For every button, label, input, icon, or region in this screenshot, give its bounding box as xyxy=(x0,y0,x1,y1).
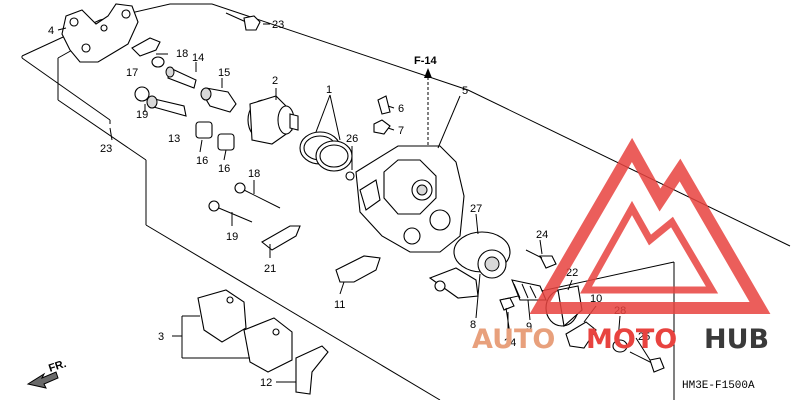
part-label: 16 xyxy=(218,163,230,175)
watermark-text-left: AUTO xyxy=(472,324,555,355)
part-label: 18 xyxy=(176,48,188,60)
caliper-bracket xyxy=(61,3,139,63)
parking-housing xyxy=(428,231,511,299)
part-label: 3 xyxy=(158,331,164,343)
part-labels: 4 23 18 14 17 15 2 1 6 7 5 19 13 23 16 1… xyxy=(48,19,650,389)
part-label: 13 xyxy=(168,133,180,145)
part-label: 18 xyxy=(248,168,260,180)
small-hardware-left xyxy=(131,37,197,117)
watermark-logo xyxy=(529,137,771,314)
part-label: 25 xyxy=(638,331,650,343)
front-label: FR. xyxy=(47,358,68,375)
part-label: 23 xyxy=(272,19,284,31)
caliper-body xyxy=(355,145,465,253)
part-label: 8 xyxy=(470,319,476,331)
part-label: 14 xyxy=(192,52,204,64)
part-label: 27 xyxy=(470,203,482,215)
watermark-text: AUTO MOTO HUB xyxy=(472,324,769,355)
reference-label: F-14 xyxy=(414,55,438,67)
part-label: 16 xyxy=(196,155,208,167)
part-label: 7 xyxy=(398,125,404,137)
slide-pins xyxy=(208,182,281,223)
watermark-text-right: HUB xyxy=(704,324,769,355)
boots xyxy=(195,87,237,151)
part-label: 6 xyxy=(398,103,404,115)
part-label: 17 xyxy=(126,67,138,79)
part-label: 2 xyxy=(272,75,278,87)
watermark-text-mid: MOTO xyxy=(586,324,677,355)
springs xyxy=(261,225,381,283)
part-label: 5 xyxy=(462,85,468,97)
part-label: 1 xyxy=(326,84,332,96)
leader-lines xyxy=(57,23,651,383)
pad-spring xyxy=(295,345,329,395)
footer-code: HM3E-F1500A xyxy=(682,380,755,392)
reference-arrow-icon xyxy=(424,68,432,146)
part-label: 4 xyxy=(48,25,54,37)
piston xyxy=(247,95,299,145)
part-label: 26 xyxy=(346,133,358,145)
part-label: 21 xyxy=(264,263,276,275)
bolt-23-top xyxy=(225,12,261,31)
part-label: 19 xyxy=(136,109,148,121)
part-label: 9 xyxy=(526,321,532,333)
part-label: 19 xyxy=(226,231,238,243)
part-label: 15 xyxy=(218,67,230,79)
piston-seals xyxy=(299,131,355,181)
part-label: 24 xyxy=(536,229,548,241)
bleeder-and-cap xyxy=(373,95,391,135)
part-label: 24 xyxy=(504,337,516,349)
part-label: 23 xyxy=(100,143,112,155)
brake-pads xyxy=(197,289,293,373)
part-label: 12 xyxy=(260,377,272,389)
part-label: 11 xyxy=(334,299,345,311)
front-arrow-icon xyxy=(26,371,59,389)
